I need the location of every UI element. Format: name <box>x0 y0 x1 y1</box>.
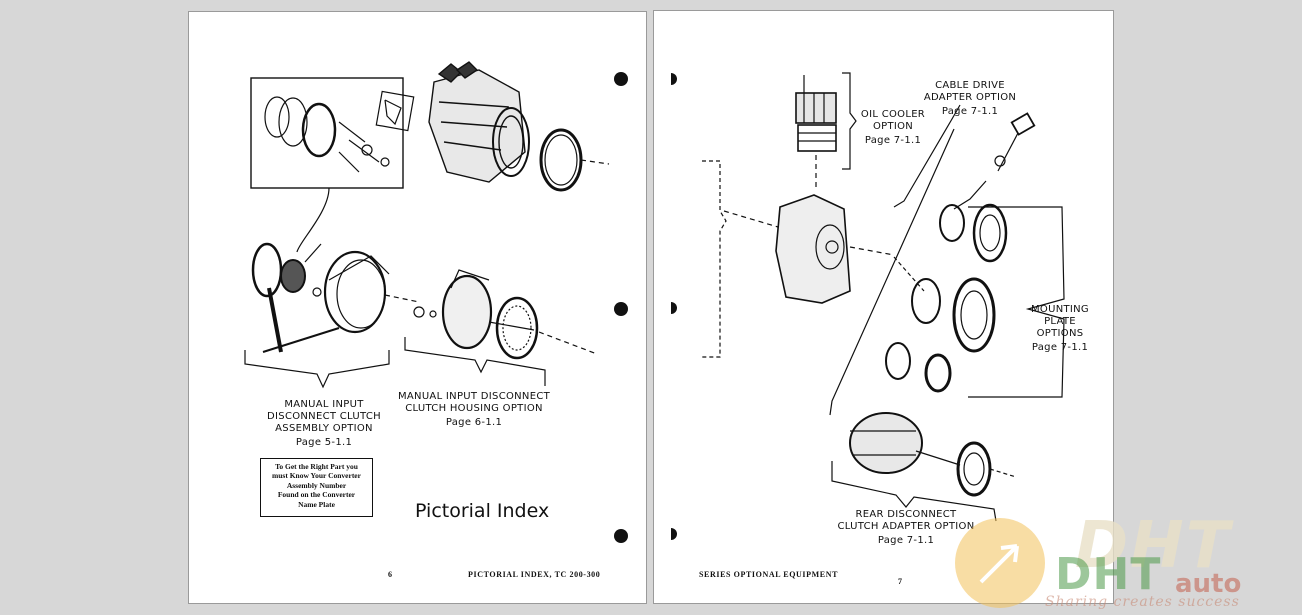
label-oil-cooler: OIL COOLER OPTION Page 7-1.1 <box>858 109 928 147</box>
label-line: CLUTCH ADAPTER OPTION <box>837 521 975 532</box>
binder-hole <box>671 73 677 85</box>
footer-title: SERIES OPTIONAL EQUIPMENT <box>699 570 839 579</box>
watermark-logo: DHT DHT auto Sharing creates success <box>955 509 1300 615</box>
arrow-icon <box>979 544 1019 584</box>
page-number: 6 <box>388 570 393 579</box>
right-page-exploded-diagram <box>702 72 1065 522</box>
page-number: 7 <box>898 577 903 586</box>
label-line: REAR DISCONNECT <box>855 509 957 520</box>
binder-hole <box>671 528 677 540</box>
left-page: MANUAL INPUT DISCONNECT CLUTCH ASSEMBLY … <box>188 11 647 604</box>
binder-hole <box>614 302 628 316</box>
label-line: CLUTCH HOUSING OPTION <box>405 403 543 414</box>
page-reference: Page 7-1.1 <box>941 106 999 117</box>
label-clutch-housing: MANUAL INPUT DISCONNECT CLUTCH HOUSING O… <box>394 391 554 429</box>
label-cable-drive: CABLE DRIVE ADAPTER OPTION Page 7-1.1 <box>918 80 1022 118</box>
converter-note-box: To Get the Right Part you must Know Your… <box>260 458 373 517</box>
page-reference: Page 7-1.1 <box>877 535 935 546</box>
footer-title: PICTORIAL INDEX, TC 200-300 <box>468 570 601 579</box>
label-line: OPTION <box>872 121 914 132</box>
label-line: DISCONNECT CLUTCH <box>267 411 381 422</box>
page-reference: Page 5-1.1 <box>295 437 353 448</box>
label-line: ASSEMBLY OPTION <box>275 423 373 434</box>
right-page: OIL COOLER OPTION Page 7-1.1 CABLE DRIVE… <box>653 10 1114 604</box>
note-line: Found on the Converter <box>277 490 356 500</box>
watermark-brand-suffix: auto <box>1175 569 1242 599</box>
label-line: OPTIONS <box>1036 328 1084 339</box>
label-line: MANUAL INPUT <box>284 399 364 410</box>
page-title: Pictorial Index <box>415 500 550 522</box>
binder-hole <box>671 302 677 314</box>
page-reference: Page 7-1.1 <box>1031 342 1089 353</box>
label-line: OIL COOLER <box>860 109 926 120</box>
label-rear-disconnect: REAR DISCONNECT CLUTCH ADAPTER OPTION Pa… <box>836 509 976 547</box>
watermark-brand: DHT <box>1055 549 1162 600</box>
note-line: Assembly Number <box>286 480 347 490</box>
binder-hole <box>614 529 628 543</box>
watermark-slogan: Sharing creates success <box>1045 594 1240 610</box>
note-line: To Get the Right Part you <box>275 462 358 471</box>
page-reference: Page 6-1.1 <box>445 417 503 428</box>
label-line: MOUNTING <box>1031 304 1089 315</box>
label-line: MANUAL INPUT DISCONNECT <box>397 391 551 402</box>
label-manual-input-clutch: MANUAL INPUT DISCONNECT CLUTCH ASSEMBLY … <box>247 399 401 449</box>
label-line: PLATE <box>1044 316 1076 327</box>
watermark-brand-top: DHT <box>1075 509 1232 583</box>
note-line: Name Plate <box>298 499 335 509</box>
sun-logo-icon <box>955 518 1045 608</box>
label-line: CABLE DRIVE <box>935 80 1005 91</box>
label-mounting-plate: MOUNTING PLATE OPTIONS Page 7-1.1 <box>1024 304 1096 354</box>
binder-hole <box>614 72 628 86</box>
page-reference: Page 7-1.1 <box>864 135 922 146</box>
left-page-exploded-diagram <box>244 61 610 389</box>
label-line: ADAPTER OPTION <box>923 92 1017 103</box>
note-line: must Know Your Converter <box>272 471 361 481</box>
